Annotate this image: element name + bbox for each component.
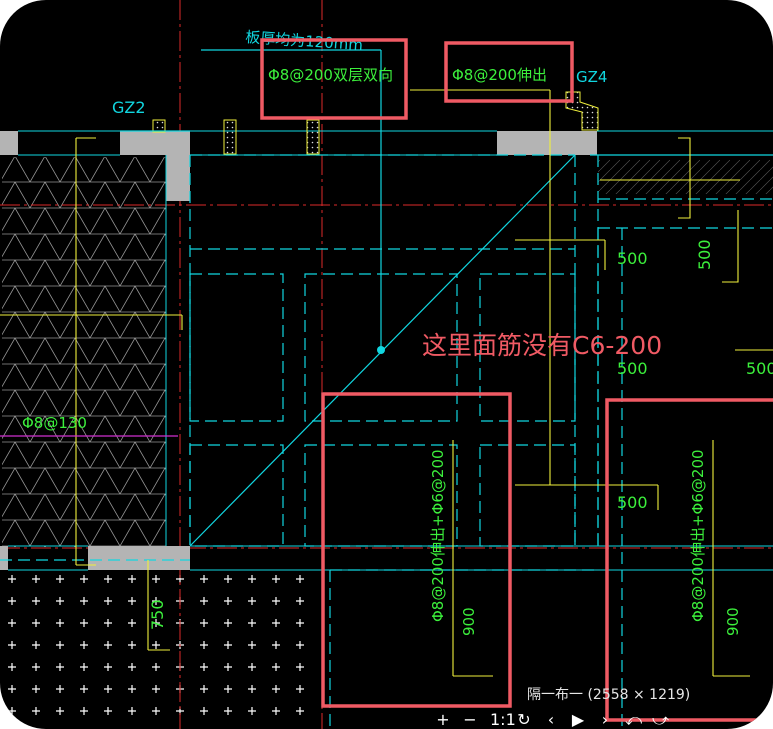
image-info: 隔一布一 (2558 × 1219): [527, 687, 691, 703]
next-icon[interactable]: ›: [601, 710, 609, 729]
dashed-beams: [0, 154, 773, 729]
zoom-in-button[interactable]: +: [436, 710, 450, 729]
dim-500-e: 500: [746, 359, 773, 378]
undo-icon[interactable]: ⤺: [625, 710, 643, 729]
highlight-box-double: [260, 38, 408, 120]
previous-icon[interactable]: ‹: [547, 710, 555, 729]
rebar-extend-label: Φ8@200伸出: [452, 66, 547, 84]
dim-900-a: 900: [460, 607, 478, 636]
viewer-toolbar: + − 1:1 ↻ ‹ ▶ › ⤺ ⤻: [436, 710, 670, 729]
highlight-boxes: [260, 38, 773, 722]
actual-size-button[interactable]: 1:1: [490, 710, 516, 729]
rebar-vertical-2: Φ8@200伸出+Φ6@200: [689, 449, 707, 622]
yellow-lines: [0, 89, 773, 677]
dim-500-c: 500: [617, 493, 648, 512]
gz2-label: GZ2: [112, 98, 146, 117]
dim-500-d: 500: [695, 239, 714, 270]
cad-text: 板厚均为120mm Φ8@200双层双向 Φ8@200伸出 GZ4 GZ2 Φ8…: [22, 28, 773, 636]
highlight-box-vertical-1: [321, 392, 512, 708]
highlight-box-vertical-2: [605, 398, 773, 722]
play-icon[interactable]: ▶: [571, 710, 585, 729]
annotation-comment: 这里面筋没有C6-200: [422, 331, 662, 360]
dim-500-b: 500: [617, 359, 648, 378]
gz4-label: GZ4: [576, 68, 607, 86]
small-posts: [152, 91, 599, 155]
highlight-box-extend: [444, 41, 574, 103]
right-top-hatch: [598, 160, 773, 194]
rotate-icon[interactable]: ↻: [517, 710, 531, 729]
redo-icon[interactable]: ⤻: [652, 710, 670, 729]
rebar-double-label: Φ8@200双层双向: [268, 66, 393, 84]
dim-500-a: 500: [617, 249, 648, 268]
left-triangle-hatch: [2, 157, 166, 547]
leader-dot: [377, 346, 385, 354]
walls: [0, 131, 597, 570]
dim-900-b: 900: [724, 607, 742, 636]
zoom-out-button[interactable]: −: [463, 710, 477, 729]
rebar-vertical-1: Φ8@200伸出+Φ6@200: [429, 449, 447, 622]
dim-750: 750: [148, 599, 167, 630]
rebar-left-label: Φ8@130: [22, 414, 87, 432]
